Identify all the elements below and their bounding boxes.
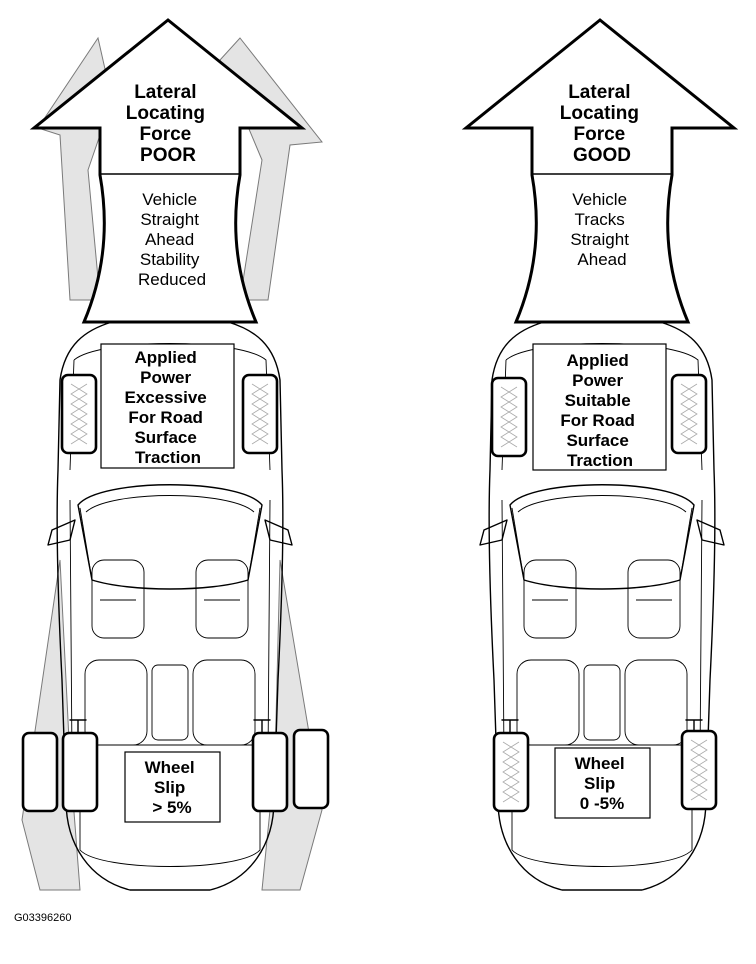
left-front-wheel-l (60, 373, 98, 455)
right-stem-text: Vehicle Tracks Straight Ahead (570, 190, 633, 269)
left-power-text: Applied Power Excessive For Road Surface… (125, 348, 212, 467)
right-rear-wheel-l (492, 731, 530, 813)
left-panel: Lateral Locating Force POOR Vehicle Stra… (21, 18, 330, 891)
left-rear-wheel-ghost-r (292, 728, 330, 810)
right-arrow-text: Lateral Locating Force GOOD (560, 82, 644, 166)
right-slip-text: Wheel Slip 0 -5% (575, 754, 630, 813)
left-force-arrow (29, 18, 307, 324)
right-front-wheel-l (490, 376, 528, 458)
right-power-box (532, 343, 667, 471)
left-skid-shadow-bottom-right (261, 559, 323, 891)
right-front-wheel-r (670, 373, 708, 455)
left-rear-wheel-ghost-l (21, 731, 59, 813)
left-slip-box (124, 751, 221, 823)
right-panel: Lateral Locating Force GOOD Vehicle Trac… (461, 18, 739, 891)
right-rear-wheel-r (680, 729, 718, 811)
figure-id: G03396260 (14, 912, 72, 924)
left-rear-wheel-r (251, 731, 289, 813)
left-front-wheel-r (241, 373, 279, 455)
left-power-box (100, 343, 235, 469)
left-arrow-text: Lateral Locating Force POOR (126, 82, 210, 166)
right-force-arrow (461, 18, 739, 324)
left-rear-wheel-l (61, 731, 99, 813)
left-slip-text: Wheel Slip > 5% (145, 758, 200, 817)
left-stem-text: Vehicle Straight Ahead Stability Reduced (138, 190, 206, 289)
right-slip-box (554, 747, 651, 819)
right-power-text: Applied Power Suitable For Road Surface … (560, 351, 639, 470)
